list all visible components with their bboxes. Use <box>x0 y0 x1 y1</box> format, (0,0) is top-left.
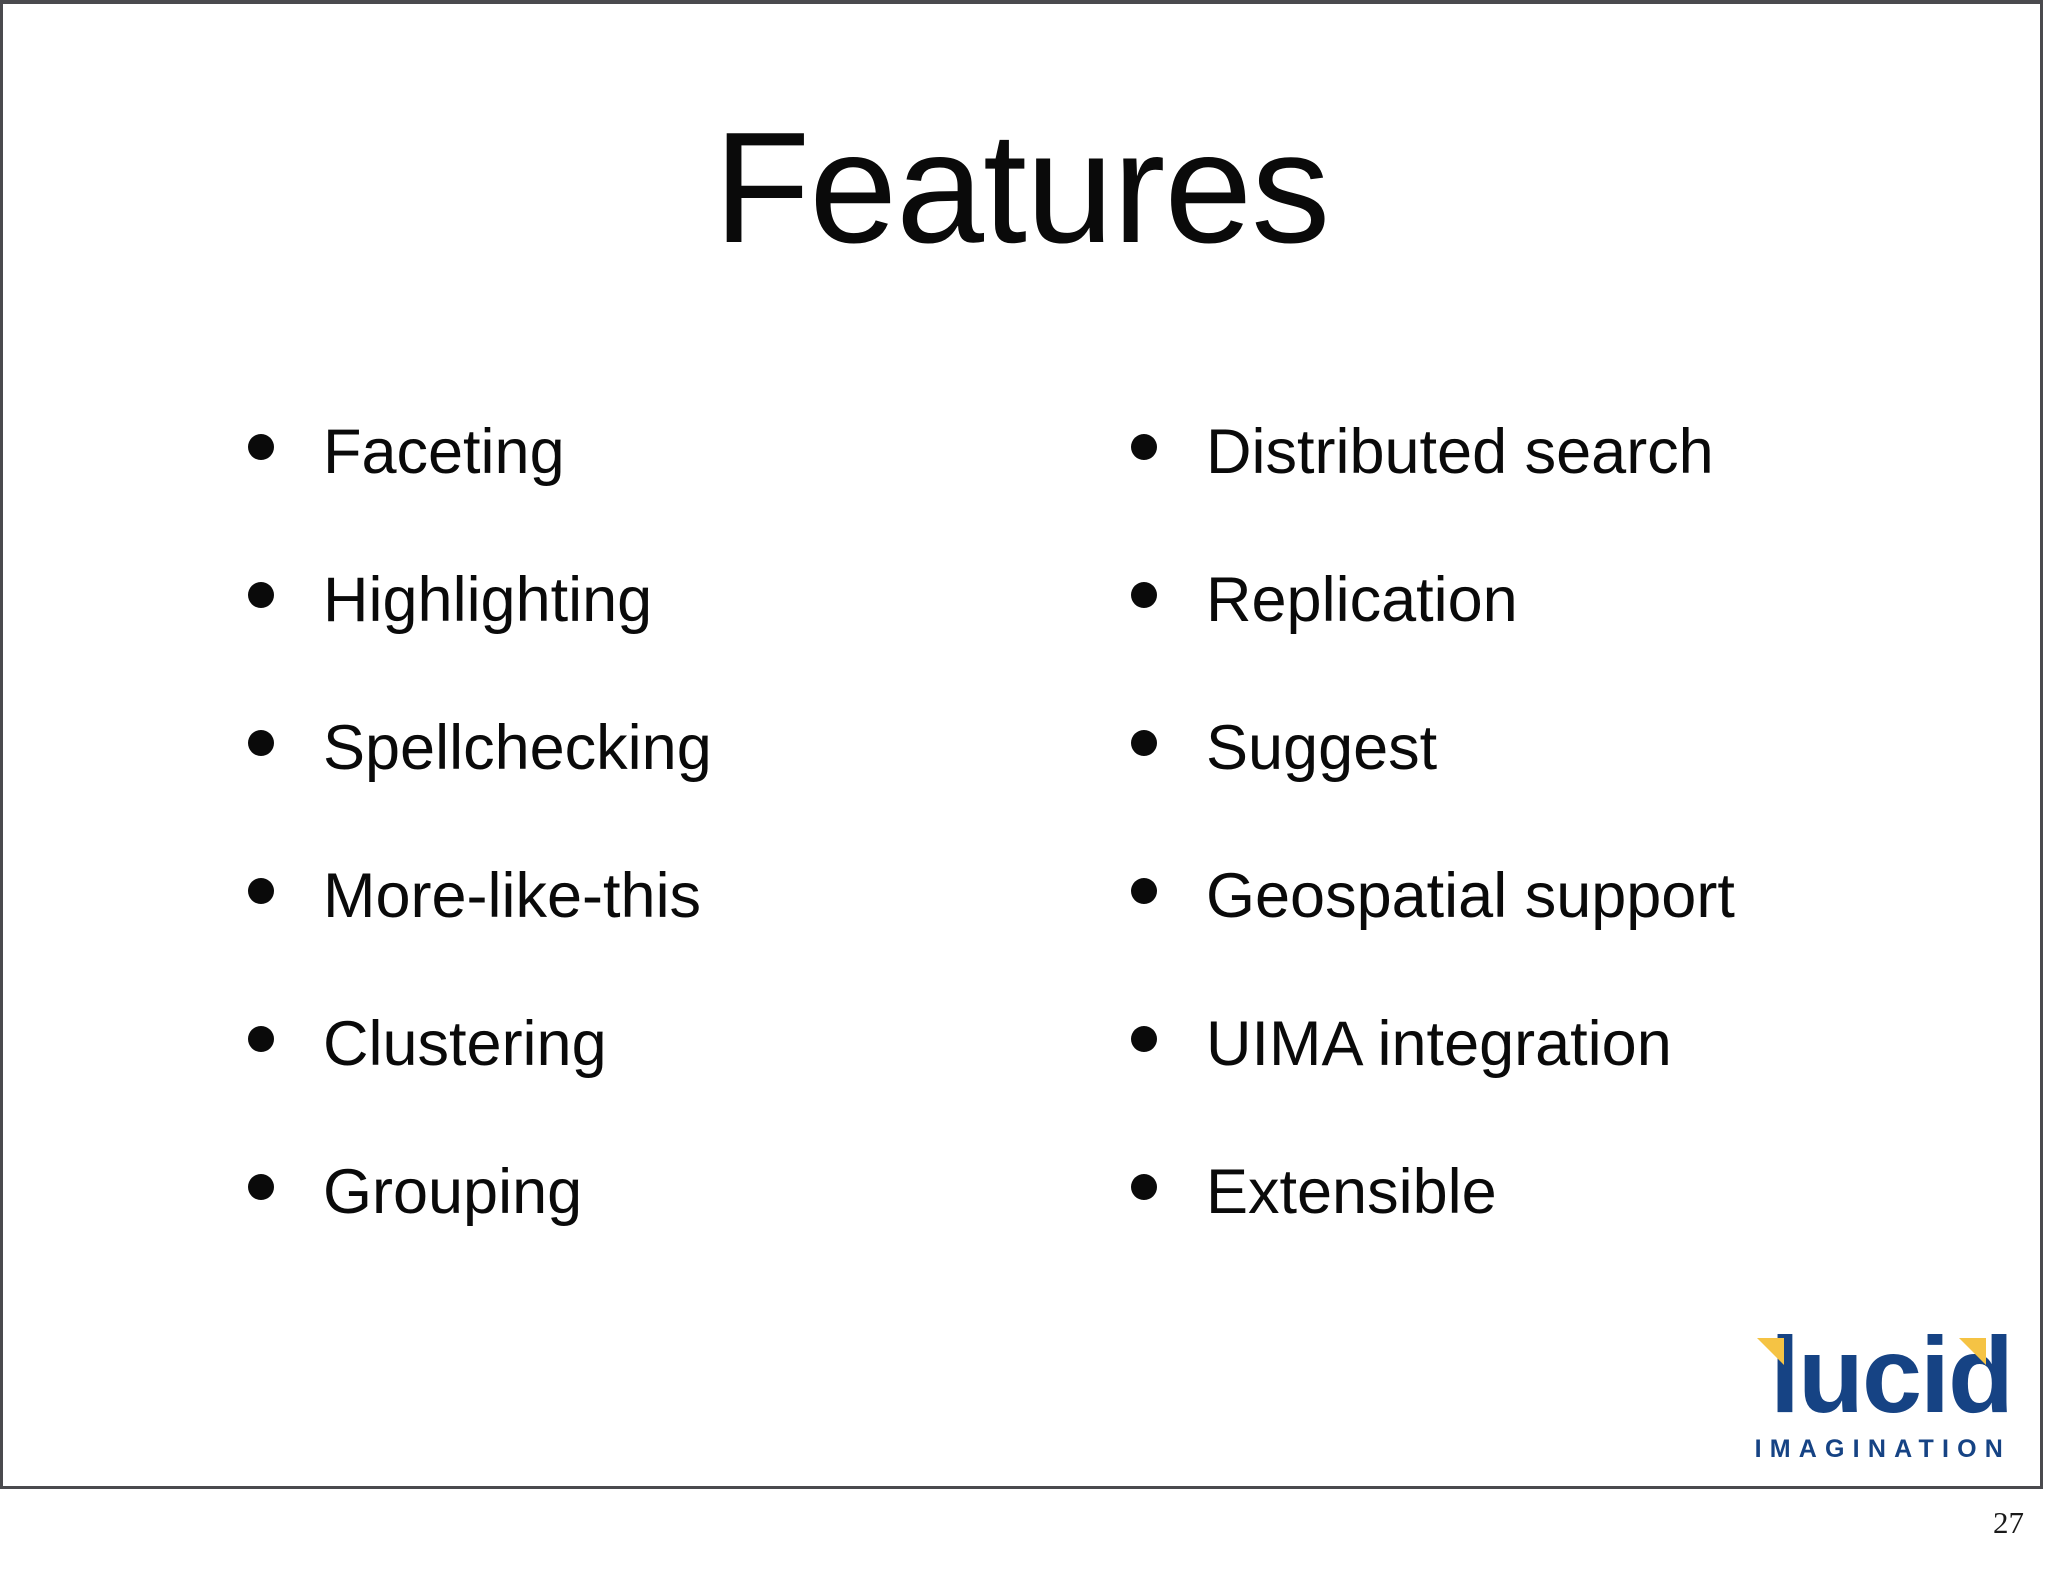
bullet-dot-icon <box>248 730 278 756</box>
logo-gold-triangle-icon <box>1959 1338 1986 1365</box>
bullet-dot-icon <box>1131 1174 1161 1200</box>
feature-label-spellchecking: Spellchecking <box>323 713 712 783</box>
bullet-dot-icon <box>1131 582 1161 608</box>
feature-label-highlighting: Highlighting <box>323 565 653 635</box>
list-item: Extensible <box>1131 1159 1991 1307</box>
list-item: Clustering <box>248 1011 1108 1159</box>
logo-wordmark: lucid <box>1744 1320 2014 1429</box>
bullet-dot-icon <box>1131 1026 1161 1052</box>
list-item: Replication <box>1131 567 1991 715</box>
bullet-dot-icon <box>1131 730 1161 756</box>
bullet-dot-icon <box>248 878 278 904</box>
slide-canvas: Features Faceting Highlighting Spellchec… <box>0 0 2043 1489</box>
feature-label-faceting: Faceting <box>323 417 565 487</box>
feature-label-replication: Replication <box>1206 565 1518 635</box>
logo-gold-triangle-icon <box>1757 1338 1784 1365</box>
features-column-right: Distributed search Replication Suggest G… <box>1131 419 1991 1307</box>
bullet-dot-icon <box>1131 434 1161 460</box>
list-item: Spellchecking <box>248 715 1108 863</box>
feature-label-geospatial-support: Geospatial support <box>1206 861 1735 931</box>
feature-label-distributed-search: Distributed search <box>1206 417 1714 487</box>
list-item: Suggest <box>1131 715 1991 863</box>
features-column-left: Faceting Highlighting Spellchecking More… <box>248 419 1108 1307</box>
features-columns: Faceting Highlighting Spellchecking More… <box>3 419 2040 1307</box>
list-item: UIMA integration <box>1131 1011 1991 1159</box>
logo-tagline: IMAGINATION <box>1754 1435 2011 1463</box>
page-title: Features <box>713 100 1331 276</box>
list-item: Distributed search <box>1131 419 1991 567</box>
feature-label-clustering: Clustering <box>323 1009 607 1079</box>
list-item: More-like-this <box>248 863 1108 1011</box>
feature-label-suggest: Suggest <box>1206 713 1438 783</box>
feature-label-grouping: Grouping <box>323 1157 583 1227</box>
list-item: Grouping <box>248 1159 1108 1307</box>
bullet-dot-icon <box>248 434 278 460</box>
lucid-imagination-logo: lucid IMAGINATION <box>1744 1320 2014 1464</box>
bullet-dot-icon <box>248 1026 278 1052</box>
page-number: 27 <box>1993 1505 2024 1540</box>
list-item: Geospatial support <box>1131 863 1991 1011</box>
feature-label-more-like-this: More-like-this <box>323 861 702 931</box>
bullet-dot-icon <box>1131 878 1161 904</box>
feature-label-extensible: Extensible <box>1206 1157 1497 1227</box>
list-item: Faceting <box>248 419 1108 567</box>
list-item: Highlighting <box>248 567 1108 715</box>
bullet-dot-icon <box>248 582 278 608</box>
feature-label-uima-integration: UIMA integration <box>1206 1009 1672 1079</box>
bullet-dot-icon <box>248 1174 278 1200</box>
